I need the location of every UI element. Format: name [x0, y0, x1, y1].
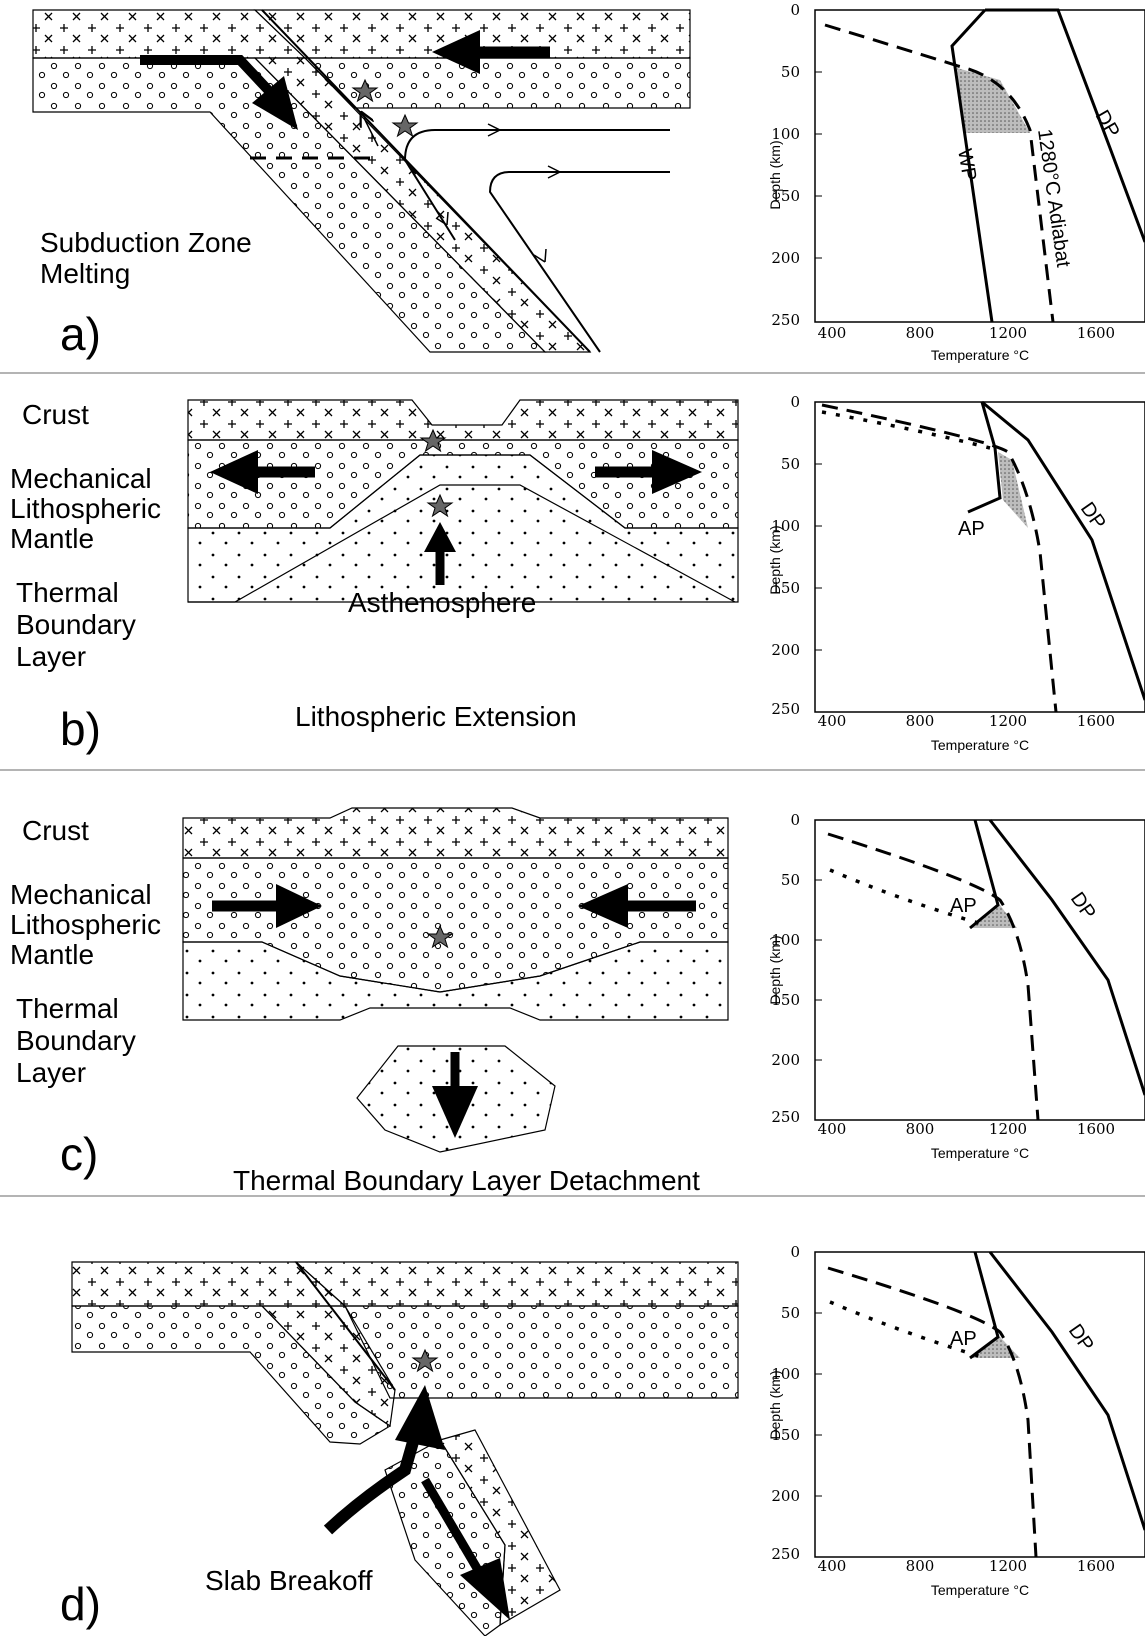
label-lithospheric: Lithospheric — [10, 493, 161, 524]
x-tick-label: 400 — [818, 1557, 847, 1575]
x-tick-label: 800 — [906, 712, 935, 730]
label-asthenosphere: Asthenosphere — [348, 587, 536, 618]
panel-c-title: Thermal Boundary Layer Detachment — [233, 1165, 700, 1196]
y-tick-label: 50 — [781, 871, 800, 889]
y-tick-label: 100 — [771, 931, 800, 949]
panel-d-pt-plot: 0 50 100 150 200 250 400 800 1200 1600 T… — [767, 1243, 1145, 1598]
y-axis-title: Depth (km) — [767, 935, 783, 1004]
wp-label: WP — [953, 147, 980, 183]
x-tick-label: 1200 — [989, 1557, 1027, 1575]
label-crust: Crust — [22, 399, 89, 430]
label-thermal: Thermal — [16, 993, 119, 1024]
ap-label: AP — [950, 1328, 977, 1350]
label-mechanical: Mechanical — [10, 879, 152, 910]
panel-a-pt-plot: 0 50 100 150 200 250 400 800 1200 1600 T… — [767, 1, 1145, 363]
ap-label: AP — [950, 895, 977, 917]
panel-d-letter: d) — [60, 1578, 101, 1630]
y-tick-label: 50 — [781, 1304, 800, 1322]
x-tick-label: 1600 — [1077, 324, 1115, 342]
y-tick-label: 150 — [771, 1426, 800, 1444]
y-axis-title: Depth (km) — [767, 140, 783, 209]
label-mechanical: Mechanical — [10, 463, 152, 494]
panel-b-pt-plot: 0 50 100 150 200 250 400 800 1200 1600 T… — [767, 393, 1145, 753]
x-tick-label: 400 — [818, 1120, 847, 1138]
label-layer: Layer — [16, 641, 86, 672]
x-tick-label: 1200 — [989, 1120, 1027, 1138]
label-layer: Layer — [16, 1057, 86, 1088]
panel-b-title: Lithospheric Extension — [295, 701, 577, 732]
label-lithospheric: Lithospheric — [10, 909, 161, 940]
y-tick-label: 100 — [771, 1365, 800, 1383]
dp-label: DP — [1076, 498, 1110, 533]
panel-d-title: Slab Breakoff — [205, 1565, 373, 1596]
x-tick-label: 400 — [818, 712, 847, 730]
panel-a-letter: a) — [60, 308, 101, 360]
y-tick-label: 150 — [771, 187, 800, 205]
y-tick-label: 150 — [771, 991, 800, 1009]
y-tick-label: 250 — [771, 700, 800, 718]
y-tick-label: 200 — [771, 249, 800, 267]
dp-label: DP — [1064, 1320, 1098, 1355]
x-tick-label: 1600 — [1077, 1557, 1115, 1575]
panel-c-letter: c) — [60, 1128, 98, 1180]
x-tick-label: 1600 — [1077, 1120, 1115, 1138]
y-tick-label: 0 — [790, 1, 800, 19]
label-boundary: Boundary — [16, 1025, 136, 1056]
y-tick-label: 250 — [771, 311, 800, 329]
y-axis-title: Depth (km) — [767, 525, 783, 594]
x-tick-label: 800 — [906, 1120, 935, 1138]
panel-a-title-line1: Subduction Zone — [40, 227, 252, 258]
panel-b-letter: b) — [60, 703, 101, 755]
y-tick-label: 250 — [771, 1108, 800, 1126]
dp-label: DP — [1066, 888, 1100, 923]
x-tick-label: 1600 — [1077, 712, 1115, 730]
y-tick-label: 0 — [790, 1243, 800, 1261]
y-tick-label: 100 — [771, 517, 800, 535]
x-tick-label: 800 — [906, 324, 935, 342]
panel-b-cross-section — [187, 399, 739, 603]
label-crust: Crust — [22, 815, 89, 846]
y-tick-label: 200 — [771, 1487, 800, 1505]
x-axis-title: Temperature °C — [931, 737, 1029, 753]
y-tick-label: 150 — [771, 579, 800, 597]
y-tick-label: 50 — [781, 455, 800, 473]
panel-a-cross-section — [32, 9, 691, 353]
x-axis-title: Temperature °C — [931, 347, 1029, 363]
label-mantle: Mantle — [10, 523, 94, 554]
y-tick-label: 250 — [771, 1545, 800, 1563]
panel-d-cross-section — [71, 1261, 739, 1636]
y-axis-title: Depth (km) — [767, 1370, 783, 1439]
x-tick-label: 1200 — [989, 712, 1027, 730]
y-tick-label: 100 — [771, 125, 800, 143]
y-tick-label: 200 — [771, 1051, 800, 1069]
y-tick-label: 50 — [781, 63, 800, 81]
y-tick-label: 0 — [790, 393, 800, 411]
x-axis-title: Temperature °C — [931, 1145, 1029, 1161]
x-axis-title: Temperature °C — [931, 1582, 1029, 1598]
label-mantle: Mantle — [10, 939, 94, 970]
panel-c-cross-section — [182, 807, 729, 1153]
label-boundary: Boundary — [16, 609, 136, 640]
x-tick-label: 800 — [906, 1557, 935, 1575]
label-thermal: Thermal — [16, 577, 119, 608]
panel-c-pt-plot: 0 50 100 150 200 250 400 800 1200 1600 T… — [767, 811, 1145, 1161]
y-tick-label: 0 — [790, 811, 800, 829]
ap-label: AP — [958, 518, 985, 540]
y-tick-label: 200 — [771, 641, 800, 659]
x-tick-label: 400 — [818, 324, 847, 342]
panel-a-title-line2: Melting — [40, 258, 130, 289]
x-tick-label: 1200 — [989, 324, 1027, 342]
